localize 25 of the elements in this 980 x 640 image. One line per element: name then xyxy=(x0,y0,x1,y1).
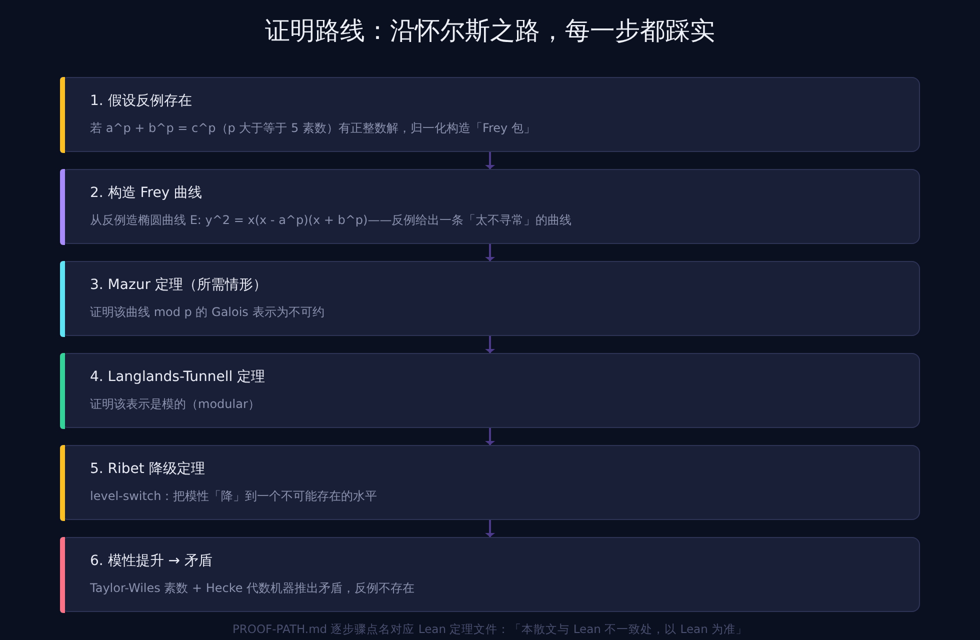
step-card xyxy=(60,169,920,244)
step-heading: 3. Mazur 定理（所需情形） xyxy=(90,276,267,294)
connector xyxy=(485,336,495,353)
step-card xyxy=(60,261,920,336)
footnote: PROOF-PATH.md 逐步骤点名对应 Lean 定理文件：「本散文与 Lean 不一致处，以 Lean 为准」 xyxy=(231,622,749,637)
diagram-title: 证明路线：沿怀尔斯之路，每一步都踩实 xyxy=(264,15,716,47)
step-description: 若 a^p + b^p = c^p（p 大于等于 5 素数）有正整数解，归一化构造「Frey 包」 xyxy=(90,120,536,137)
step-description: 从反例造椭圆曲线 E: y^2 = x(x - a^p)(x + b^p)——反例给出一条「太不寻常」的曲线 xyxy=(90,212,572,229)
step-card xyxy=(60,537,920,612)
connector xyxy=(485,244,495,261)
step-description: Taylor-Wiles 素数 + Hecke 代数机器推出矛盾，反例不存在 xyxy=(90,580,415,597)
step-card xyxy=(60,77,920,152)
step-heading: 4. Langlands-Tunnell 定理 xyxy=(90,368,266,386)
step-card xyxy=(60,353,920,428)
step-card xyxy=(60,445,920,520)
step-heading: 1. 假设反例存在 xyxy=(90,92,192,110)
step-description: 证明该曲线 mod p 的 Galois 表示为不可约 xyxy=(90,304,324,321)
connector xyxy=(485,428,495,445)
step-heading: 2. 构造 Frey 曲线 xyxy=(90,184,202,202)
step-heading: 6. 模性提升 → 矛盾 xyxy=(90,552,212,570)
connector xyxy=(485,152,495,169)
step-description: 证明该表示是模的（modular） xyxy=(90,396,260,413)
step-heading: 5. Ribet 降级定理 xyxy=(90,460,205,478)
step-description: level-switch：把模性「降」到一个不可能存在的水平 xyxy=(90,488,378,505)
connector xyxy=(485,520,495,537)
